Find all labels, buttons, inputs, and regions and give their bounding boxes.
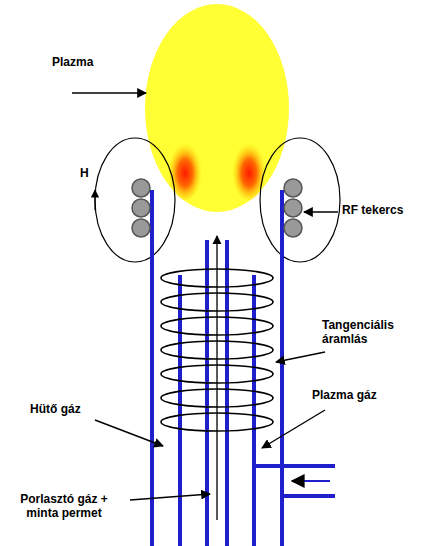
rf-coil [132,179,302,237]
hot-zone [168,140,202,200]
field-symbol: H [80,166,89,180]
gas-label: Porlasztó gáz + minta permet [18,492,110,521]
part-label: Plazma [52,55,93,69]
magnetic-field-loop [95,138,175,262]
aerosol-flow-arrow [216,236,217,520]
inlet-arrow [292,480,330,482]
gas-label: Hütő gáz [30,402,81,416]
magnetic-field-loop [260,138,340,262]
field-direction-arrow [94,190,95,210]
flow-label: Tangenciális áramlás [322,318,412,347]
leader-arrows [72,93,338,500]
plasma-ball [145,4,289,212]
torch-tubes [152,190,335,546]
gas-label: Plazma gáz [312,388,377,402]
part-label: RF tekercs [342,203,403,217]
